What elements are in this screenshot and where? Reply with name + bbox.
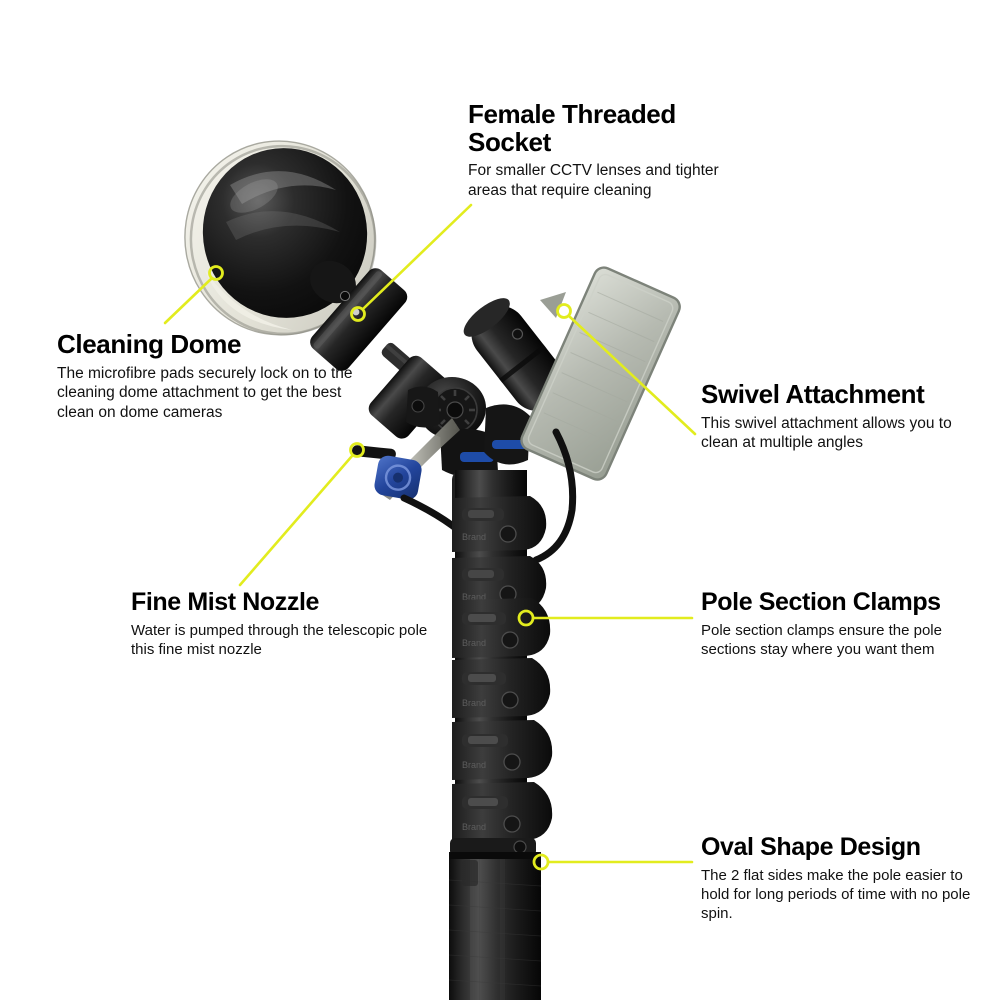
svg-text:Brand: Brand [462, 638, 486, 648]
callout-pole-section-clamps: Pole Section Clamps Pole section clamps … [701, 589, 976, 659]
callout-title: Pole Section Clamps [701, 588, 941, 616]
callout-fine-mist-nozzle: Fine Mist Nozzle Water is pumped through… [131, 589, 431, 659]
svg-text:Brand: Brand [462, 760, 486, 770]
callout-title: Female Threaded Socket [468, 99, 676, 157]
callout-oval-shape-design: Oval Shape Design The 2 flat sides make … [701, 834, 976, 923]
callout-body: Water is pumped through the telescopic p… [131, 621, 428, 658]
pole-section-clamps-part: Brand Brand Brand [450, 470, 553, 870]
callout-body: The microfibre pads securely lock on to … [57, 364, 353, 422]
callout-body: For smaller CCTV lenses and tighter area… [468, 162, 719, 199]
cleaning-dome-part [184, 140, 377, 336]
callout-title: Cleaning Dome [57, 329, 242, 359]
callout-swivel-attachment: Swivel Attachment This swivel attachment… [701, 379, 961, 453]
callout-cleaning-dome: Cleaning Dome The microfibre pads secure… [57, 329, 377, 423]
callout-title: Fine Mist Nozzle [131, 588, 320, 616]
ratchet-hub-part [406, 377, 498, 478]
svg-text:Brand: Brand [462, 592, 486, 602]
callout-body: The 2 flat sides make the pole easier to… [701, 866, 971, 922]
callout-title: Swivel Attachment [701, 379, 925, 409]
svg-text:Brand: Brand [462, 698, 486, 708]
svg-text:Brand: Brand [462, 822, 486, 832]
svg-text:Brand: Brand [462, 532, 486, 542]
water-hose-part [532, 428, 577, 564]
callout-body: Pole section clamps ensure the pole sect… [701, 621, 942, 658]
callout-title: Oval Shape Design [701, 833, 921, 861]
swivel-attachment-part [463, 266, 681, 481]
callout-body: This swivel attachment allows you to cle… [701, 414, 952, 452]
oval-carbon-pole-part [448, 852, 542, 1000]
callout-female-threaded-socket: Female Threaded Socket For smaller CCTV … [468, 99, 738, 201]
